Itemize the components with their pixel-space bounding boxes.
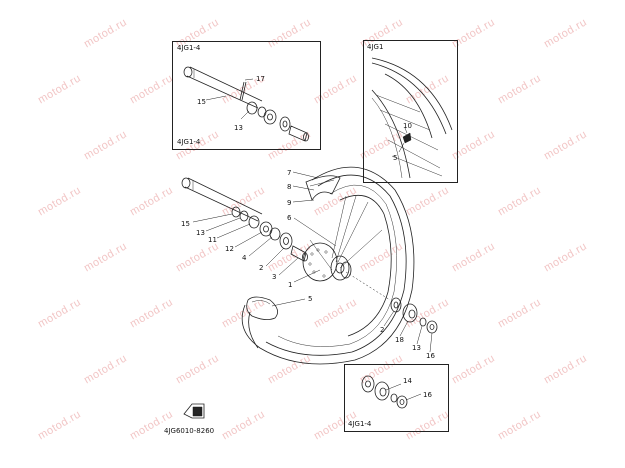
front-axle bbox=[181, 177, 263, 222]
inset-label-collar: 4JG1-4 bbox=[348, 420, 372, 428]
inset-label-valve: 4JG1 bbox=[367, 43, 384, 51]
callout-16: 16 bbox=[426, 352, 435, 360]
callout-8: 8 bbox=[287, 183, 291, 191]
callout-14: 14 bbox=[403, 377, 412, 385]
callout-5-inset: 5 bbox=[393, 154, 397, 162]
callout-9: 9 bbox=[287, 199, 291, 207]
callout-4: 4 bbox=[242, 254, 247, 262]
tire bbox=[241, 166, 415, 365]
callout-1: 1 bbox=[288, 281, 292, 289]
callout-7: 7 bbox=[287, 169, 291, 177]
bearing-right bbox=[390, 297, 402, 313]
collar-inset bbox=[288, 125, 309, 142]
valve-stem bbox=[402, 132, 412, 144]
inner-tube bbox=[246, 296, 278, 349]
callout-16-inset: 16 bbox=[423, 391, 432, 399]
wheel-assembly: 7 8 9 6 5 bbox=[241, 166, 415, 365]
inset-collar-parts: 14 16 bbox=[361, 375, 432, 409]
hub-disc bbox=[302, 242, 352, 282]
callout-12: 12 bbox=[225, 245, 234, 253]
axle-nut-inset bbox=[246, 101, 291, 132]
main-axle-parts: 15 13 11 12 4 2 3 1 bbox=[181, 177, 321, 289]
callout-13-inset: 13 bbox=[234, 124, 243, 132]
washer-right bbox=[419, 317, 427, 327]
right-side-parts: 2 18 13 16 bbox=[345, 271, 438, 360]
callout-5: 5 bbox=[308, 295, 312, 303]
figure-code: 4JG6010-8260 bbox=[164, 427, 215, 435]
inset-rim-parts: 10 5 bbox=[371, 57, 453, 179]
callout-15-inset: 15 bbox=[197, 98, 206, 106]
callout-2-right: 2 bbox=[380, 326, 384, 334]
callout-13: 13 bbox=[196, 229, 205, 237]
inset-frame-collar bbox=[344, 364, 449, 432]
callout-13-right: 13 bbox=[412, 344, 421, 352]
collar-right bbox=[402, 303, 418, 323]
axle-shaft-inset bbox=[183, 66, 263, 109]
spokes bbox=[309, 195, 383, 271]
callout-2: 2 bbox=[259, 264, 263, 272]
callout-18: 18 bbox=[395, 336, 404, 344]
inset-label-axle: 4JG1-4 bbox=[177, 44, 201, 52]
inset-frame-valve bbox=[363, 40, 458, 183]
axle-spacers bbox=[231, 206, 293, 250]
callout-10: 10 bbox=[403, 122, 412, 130]
rim-band bbox=[305, 175, 341, 201]
callout-11: 11 bbox=[208, 236, 217, 244]
callout-6: 6 bbox=[287, 214, 292, 222]
inset-label-axle-bottom: 4JG1-4 bbox=[177, 138, 201, 146]
nut-right bbox=[426, 320, 438, 334]
callout-3: 3 bbox=[272, 273, 276, 281]
callout-17: 17 bbox=[256, 75, 265, 83]
inset-frame-axle bbox=[172, 41, 321, 150]
inset-axle-parts: 17 15 13 bbox=[183, 66, 309, 142]
front-direction-icon bbox=[183, 403, 205, 419]
cotter-pin bbox=[239, 81, 247, 101]
callout-15: 15 bbox=[181, 220, 190, 228]
